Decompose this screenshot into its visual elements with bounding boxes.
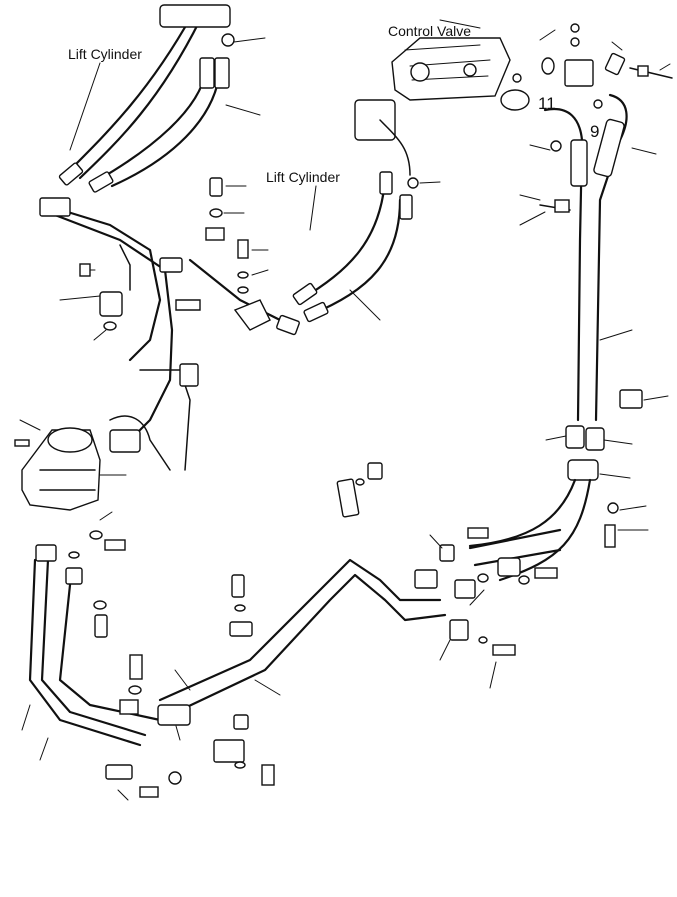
center-left-pipes	[39, 197, 300, 442]
lift-cylinder-label-left: Lift Cylinder	[68, 46, 142, 62]
left-lift-cylinder-hoses	[58, 4, 266, 193]
control-valve-assembly	[391, 19, 673, 111]
bottom-left-pipes	[21, 530, 182, 801]
control-valve-label: Control Valve	[388, 23, 471, 39]
right-lift-cylinder-hoses	[292, 99, 441, 323]
right-clamp-group	[468, 389, 669, 582]
center-bolts	[205, 177, 269, 294]
hydraulic-tank	[14, 363, 199, 521]
label-leaders	[69, 62, 317, 231]
lower-middle-fittings	[336, 462, 562, 689]
ref-number-9: 9	[590, 122, 599, 141]
lift-cylinder-label-right: Lift Cylinder	[266, 169, 340, 185]
bottom-center-pipes	[157, 558, 447, 786]
right-vertical-pipes	[519, 93, 657, 422]
